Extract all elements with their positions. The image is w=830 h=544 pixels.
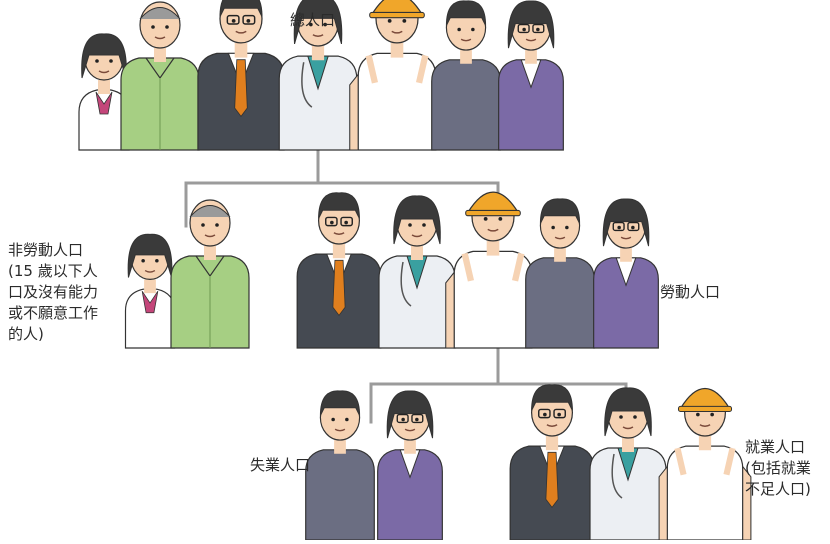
connector-line — [184, 148, 500, 228]
older-worker-figure — [305, 390, 375, 541]
office-lady-figure — [593, 198, 659, 349]
elderly-man-figure — [170, 199, 250, 349]
older-worker-figure — [431, 0, 501, 151]
elderly-man-figure — [120, 1, 200, 151]
businessman-figure — [509, 384, 595, 541]
total-population-label: 總人口 — [290, 11, 336, 29]
people-figures — [78, 0, 752, 541]
doctor-figure — [278, 0, 358, 151]
child-girl-figure — [124, 233, 176, 349]
connector-lines — [184, 148, 628, 424]
doctor-figure — [378, 195, 456, 349]
construction-worker-figure — [445, 191, 541, 349]
construction-worker-figure — [658, 388, 752, 541]
businessman-figure — [197, 0, 285, 151]
construction-worker-figure — [349, 0, 445, 151]
businessman-figure — [296, 192, 382, 349]
office-lady-figure — [498, 0, 564, 151]
office-lady-figure — [377, 390, 443, 541]
connector-line — [369, 346, 628, 424]
non-labour-population-label: 非勞動人口 (15 歲以下人 口及沒有能力 或不願意工作 的人) — [8, 241, 99, 343]
older-worker-figure — [525, 198, 595, 349]
employed-population-label: 就業人口 (包括就業 不足人口) — [745, 438, 811, 498]
unemployed-population-label: 失業人口 — [250, 456, 311, 474]
labour-force-label: 勞動人口 — [660, 283, 721, 301]
doctor-figure — [589, 387, 667, 541]
